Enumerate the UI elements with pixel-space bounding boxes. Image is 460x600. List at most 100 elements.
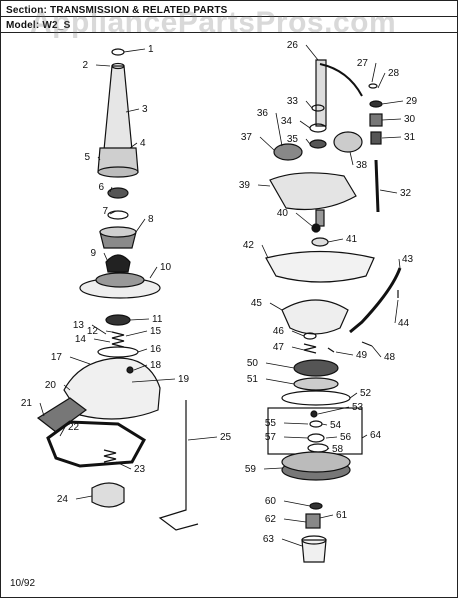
part-23-spring: [103, 449, 117, 463]
callout-59[interactable]: 59: [245, 464, 257, 475]
part-37-gear: [273, 143, 303, 161]
callout-1[interactable]: 1: [148, 44, 154, 55]
part-63-sleeve: [301, 539, 327, 563]
callout-56[interactable]: 56: [340, 432, 352, 443]
part-51: [293, 377, 339, 391]
callout-23[interactable]: 23: [134, 464, 146, 475]
callout-34[interactable]: 34: [281, 116, 293, 127]
callout-8[interactable]: 8: [148, 214, 154, 225]
callout-52[interactable]: 52: [360, 388, 372, 399]
section-title: TRANSMISSION & RELATED PARTS: [50, 5, 228, 16]
callout-39[interactable]: 39: [239, 180, 251, 191]
callout-18[interactable]: 18: [150, 360, 162, 371]
part-31: [370, 131, 382, 145]
leader-line-38: [349, 151, 354, 166]
callout-10[interactable]: 10: [160, 262, 172, 273]
callout-15[interactable]: 15: [150, 326, 162, 337]
callout-54[interactable]: 54: [330, 420, 342, 431]
callout-55[interactable]: 55: [265, 418, 277, 429]
callout-58[interactable]: 58: [332, 444, 344, 455]
callout-33[interactable]: 33: [287, 96, 299, 107]
leader-line-42: [261, 244, 269, 259]
callout-53[interactable]: 53: [352, 402, 364, 413]
callout-51[interactable]: 51: [247, 374, 259, 385]
callout-24[interactable]: 24: [57, 494, 69, 505]
callout-64[interactable]: 64: [370, 430, 382, 441]
part-43-wire: [349, 267, 402, 334]
part-42-disc: [265, 250, 375, 283]
callout-44[interactable]: 44: [398, 318, 410, 329]
callout-4[interactable]: 4: [140, 138, 146, 149]
leader-line-43: [398, 258, 401, 269]
callout-30[interactable]: 30: [404, 114, 416, 125]
callout-31[interactable]: 31: [404, 132, 416, 143]
callout-35[interactable]: 35: [287, 134, 299, 145]
callout-32[interactable]: 32: [400, 188, 412, 199]
callout-9[interactable]: 9: [90, 248, 96, 259]
part-45-cam: [281, 299, 349, 335]
callout-7[interactable]: 7: [102, 206, 108, 217]
callout-48[interactable]: 48: [384, 352, 396, 363]
leader-line-36: [275, 112, 283, 147]
callout-11[interactable]: 11: [152, 314, 163, 325]
callout-41[interactable]: 41: [346, 234, 358, 245]
callout-16[interactable]: 16: [150, 344, 162, 355]
model-header: Model: W2_S: [6, 20, 70, 31]
callout-47[interactable]: 47: [273, 342, 285, 353]
leader-line-40: [295, 212, 313, 227]
callout-2[interactable]: 2: [82, 60, 88, 71]
callout-27[interactable]: 27: [357, 58, 369, 69]
leader-line-35: [305, 138, 311, 145]
callout-28[interactable]: 28: [388, 68, 400, 79]
leader-line-13: [91, 324, 107, 335]
callout-62[interactable]: 62: [265, 514, 277, 525]
leader-line-16: [137, 348, 148, 353]
callout-60[interactable]: 60: [265, 496, 277, 507]
leader-line-9: [103, 252, 109, 263]
callout-38[interactable]: 38: [356, 160, 368, 171]
callout-29[interactable]: 29: [406, 96, 418, 107]
part-9-seal: [105, 254, 131, 273]
callout-19[interactable]: 19: [178, 374, 190, 385]
callout-20[interactable]: 20: [45, 380, 57, 391]
callout-6[interactable]: 6: [98, 182, 104, 193]
part-18-screw: [126, 366, 134, 374]
callout-63[interactable]: 63: [263, 534, 275, 545]
callout-25[interactable]: 25: [220, 432, 232, 443]
leader-line-60: [283, 500, 311, 507]
leader-line-24: [75, 495, 93, 500]
callout-26[interactable]: 26: [287, 40, 299, 51]
model-value: W2_S: [42, 20, 71, 31]
callout-17[interactable]: 17: [51, 352, 63, 363]
callout-5[interactable]: 5: [84, 152, 90, 163]
leader-line-20: [63, 384, 71, 391]
callout-57[interactable]: 57: [265, 432, 277, 443]
leader-line-41: [327, 238, 344, 243]
callout-40[interactable]: 40: [277, 208, 289, 219]
callout-61[interactable]: 61: [336, 510, 348, 521]
callout-49[interactable]: 49: [356, 350, 368, 361]
leader-line-26: [305, 44, 319, 61]
callout-21[interactable]: 21: [21, 398, 33, 409]
leader-line-45: [269, 302, 283, 311]
part-47-spring: [303, 343, 317, 354]
callout-22[interactable]: 22: [68, 422, 80, 433]
callout-14[interactable]: 14: [75, 334, 87, 345]
leader-line-28: [377, 72, 386, 89]
callout-50[interactable]: 50: [247, 358, 259, 369]
callout-36[interactable]: 36: [257, 108, 269, 119]
callout-12[interactable]: 12: [87, 326, 99, 337]
callout-46[interactable]: 46: [273, 326, 285, 337]
callout-45[interactable]: 45: [251, 298, 263, 309]
part-29: [369, 100, 383, 108]
callout-13[interactable]: 13: [73, 320, 85, 331]
callout-43[interactable]: 43: [402, 254, 414, 265]
callout-42[interactable]: 42: [243, 240, 255, 251]
callout-3[interactable]: 3: [142, 104, 148, 115]
leader-line-5: [97, 156, 101, 161]
leader-line-6: [109, 186, 113, 193]
part-22-gasket: [46, 420, 146, 468]
leader-line-54: [321, 423, 328, 426]
leader-line-46: [291, 330, 305, 337]
callout-37[interactable]: 37: [241, 132, 253, 143]
